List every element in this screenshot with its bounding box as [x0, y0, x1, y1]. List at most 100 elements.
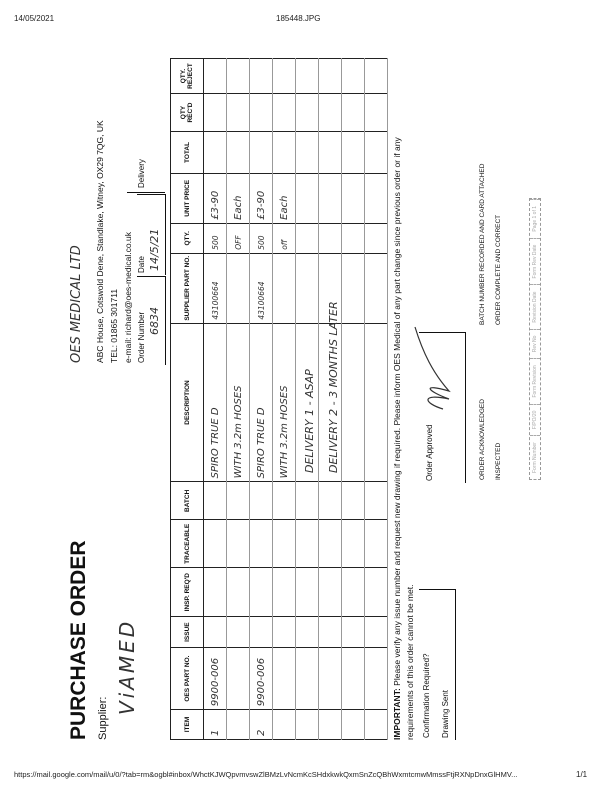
- cell-empty: [249, 93, 273, 132]
- order-number-box: Order Number 6834: [137, 276, 166, 365]
- important-notice: IMPORTANT: Please verify any issue numbe…: [392, 137, 402, 740]
- cell-supplier_part: [272, 253, 296, 324]
- cell-empty: [364, 616, 388, 648]
- cell-empty: [341, 253, 365, 324]
- delivery-box: Delivery: [127, 62, 165, 193]
- order-date: 14/5/21: [148, 228, 161, 271]
- cell-qty: 500: [203, 223, 227, 254]
- col-traceable: TRACEABLE: [170, 519, 204, 568]
- company-tel: TEL: 01865 301711: [109, 288, 119, 363]
- cell-empty: [203, 519, 227, 568]
- print-date: 14/05/2021: [14, 14, 55, 23]
- cell-empty: [295, 93, 319, 132]
- cell-empty: [364, 709, 388, 740]
- cell-empty: [226, 93, 250, 132]
- order-items-table: ITEM OES PART NO. ISSUE INSP. REQ'D TRAC…: [170, 58, 388, 740]
- cell-empty: [364, 58, 388, 94]
- cell-empty: [295, 519, 319, 568]
- cell-empty: [341, 173, 365, 224]
- cell-empty: [364, 567, 388, 617]
- form-footer-cell: Page 1 of 1: [530, 198, 540, 238]
- cell-unit: Each: [272, 173, 296, 224]
- cell-empty: [341, 323, 365, 482]
- delivery-note-1: DELIVERY 1 - ASAP: [303, 369, 316, 473]
- cell-empty: [318, 481, 342, 520]
- confirmation-label: Confirmation Required?: [422, 653, 431, 739]
- cell-empty: [249, 616, 273, 648]
- supplier-name: ViAMED: [115, 618, 139, 715]
- table-header: ITEM OES PART NO. ISSUE INSP. REQ'D TRAC…: [170, 58, 204, 740]
- cell-empty: [272, 567, 296, 617]
- cell-empty: [341, 567, 365, 617]
- order-number-label: Order Number: [137, 311, 146, 363]
- cell-empty: [203, 616, 227, 648]
- cell-empty: [318, 616, 342, 648]
- cell-part: [295, 647, 319, 710]
- cell-empty: [364, 173, 388, 224]
- important-label: IMPORTANT:: [392, 688, 402, 740]
- table-row: [341, 58, 365, 740]
- cell-empty: [341, 709, 365, 740]
- cell-empty: [249, 481, 273, 520]
- cell-empty: [249, 567, 273, 617]
- cell-empty: [272, 519, 296, 568]
- cell-item: 1: [203, 709, 227, 740]
- date-box: Date 14/5/21: [137, 194, 166, 275]
- cell-qty: 500: [249, 223, 273, 254]
- cell-empty: [318, 93, 342, 132]
- col-item: ITEM: [170, 709, 204, 740]
- col-unit-price: UNIT PRICE: [170, 173, 204, 224]
- cell-empty: [318, 58, 342, 94]
- cell-empty: [295, 616, 319, 648]
- cell-empty: [226, 567, 250, 617]
- cell-empty: [226, 481, 250, 520]
- print-page: 1/1: [576, 770, 588, 779]
- table-row: [364, 58, 388, 740]
- cell-empty: [203, 481, 227, 520]
- form-footer-cell: Form Revision: [530, 358, 540, 404]
- cell-empty: [295, 131, 319, 174]
- cell-qty: [318, 223, 342, 254]
- cell-qty: [295, 223, 319, 254]
- cell-part: 9900-006: [249, 647, 273, 710]
- cell-empty: [295, 481, 319, 520]
- col-supplier-part: SUPPLIER PART NO.: [170, 253, 204, 324]
- cell-desc: WITH 3.2m HOSES: [272, 323, 296, 482]
- cell-empty: [364, 481, 388, 520]
- order-complete-label: ORDER COMPLETE AND CORRECT: [495, 214, 502, 325]
- col-oes-part: OES PART NO.: [170, 647, 204, 710]
- order-approved-label: Order Approved: [425, 424, 434, 481]
- print-filename: 185448.JPG: [276, 14, 321, 23]
- purchase-order-document: PURCHASE ORDER Supplier: ViAMED OES MEDI…: [65, 55, 555, 745]
- cell-empty: [249, 131, 273, 174]
- drawing-sent-label: Drawing Sent: [441, 689, 450, 738]
- cell-supplier_part: [226, 253, 250, 324]
- cell-empty: [341, 93, 365, 132]
- inspected-label: INSPECTED: [495, 442, 502, 480]
- cell-empty: [364, 93, 388, 132]
- cell-item: [226, 709, 250, 740]
- cell-empty: [226, 58, 250, 94]
- cell-empty: [341, 223, 365, 254]
- cell-desc: SPIRO TRUE D: [249, 323, 273, 482]
- cell-item: [295, 709, 319, 740]
- cell-empty: [341, 131, 365, 174]
- cell-empty: [364, 519, 388, 568]
- cell-supplier_part: [295, 253, 319, 324]
- cell-empty: [295, 567, 319, 617]
- cell-empty: [203, 93, 227, 132]
- col-total: TOTAL: [170, 131, 204, 174]
- cell-empty: [226, 616, 250, 648]
- cell-empty: [226, 131, 250, 174]
- cell-empty: [203, 567, 227, 617]
- cell-empty: [272, 58, 296, 94]
- form-footer-cell: F/PO/20: [530, 403, 540, 436]
- cell-empty: [203, 131, 227, 174]
- cell-empty: [272, 131, 296, 174]
- cell-empty: [364, 323, 388, 482]
- cell-empty: [318, 567, 342, 617]
- batch-recorded-label: BATCH NUMBER RECORDED AND CARD ATTACHED: [479, 163, 486, 325]
